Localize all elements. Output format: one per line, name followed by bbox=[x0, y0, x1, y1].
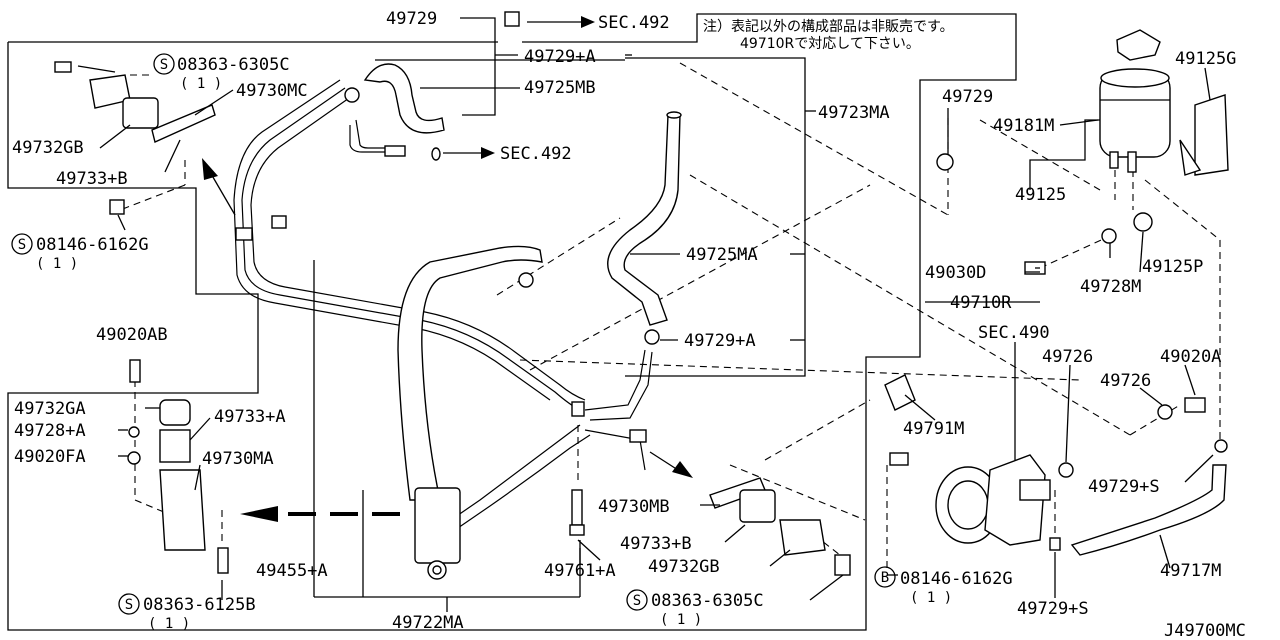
power-steering-pump bbox=[935, 454, 1051, 546]
label-49733b-bot: 49733+B bbox=[620, 534, 692, 554]
note-line-1: 注）表記以外の構成部品は非販売です。 bbox=[703, 18, 954, 35]
label-sec492-top: SEC.492 bbox=[598, 13, 670, 33]
label-49732ga: 49732GA bbox=[14, 399, 86, 419]
pressure-pipes bbox=[233, 79, 653, 531]
mark-s-3: S bbox=[125, 597, 133, 613]
label-49455a: 49455+A bbox=[256, 561, 328, 581]
arrow-icons bbox=[202, 16, 693, 478]
hose-49725ma bbox=[607, 111, 682, 326]
return-hose-49722ma bbox=[397, 245, 543, 580]
label-sec490: SEC.490 bbox=[978, 323, 1050, 343]
note-line-2: 49710Rで対応して下さい。 bbox=[740, 36, 920, 52]
label-08146-6162g-left-qty: ( 1 ) bbox=[36, 256, 78, 272]
label-49020a: 49020A bbox=[1160, 347, 1221, 367]
reservoir-tank bbox=[1099, 29, 1171, 173]
mark-s-2: S bbox=[18, 237, 26, 253]
label-08363-6125b-qty: ( 1 ) bbox=[148, 616, 190, 632]
label-49030d: 49030D bbox=[925, 263, 986, 283]
label-08363-6305c-bot-qty: ( 1 ) bbox=[660, 612, 702, 628]
label-49710r: 49710R bbox=[950, 293, 1012, 313]
label-49717m: 49717M bbox=[1160, 561, 1221, 581]
label-sec492-mid: SEC.492 bbox=[500, 144, 572, 164]
label-49726-b: 49726 bbox=[1100, 371, 1151, 391]
label-49733b-top: 49733+B bbox=[56, 169, 128, 189]
label-49020fa: 49020FA bbox=[14, 447, 86, 467]
bracket-49125g bbox=[1179, 94, 1229, 176]
mark-s-4: S bbox=[633, 593, 641, 609]
label-leaders bbox=[77, 17, 1214, 601]
label-08146-6162g-left: 08146-6162G bbox=[36, 235, 149, 255]
label-08363-6305c-top: 08363-6305C bbox=[177, 55, 290, 75]
label-49725mb: 49725MB bbox=[524, 78, 596, 98]
label-49733a: 49733+A bbox=[214, 407, 286, 427]
mark-s-1: S bbox=[160, 57, 168, 73]
label-49723ma: 49723MA bbox=[818, 103, 890, 123]
hose-49725mb bbox=[363, 63, 445, 134]
label-49726-a: 49726 bbox=[1042, 347, 1093, 367]
label-49730mc: 49730MC bbox=[236, 81, 308, 101]
mark-b-1: B bbox=[881, 570, 889, 586]
label-49732gb-bot: 49732GB bbox=[648, 557, 720, 577]
small-fittings bbox=[235, 11, 1228, 551]
label-49791m: 49791M bbox=[903, 419, 964, 439]
label-49728a: 49728+A bbox=[14, 421, 86, 441]
group-frame-lines bbox=[7, 13, 1017, 631]
lower-clamp-parts bbox=[569, 477, 851, 576]
label-08363-6305c-bot: 08363-6305C bbox=[651, 591, 764, 611]
label-49732gb-top: 49732GB bbox=[12, 138, 84, 158]
label-49125g: 49125G bbox=[1175, 49, 1236, 69]
circled-markers: S S S S B bbox=[11, 53, 896, 615]
dashed-direction-arrow bbox=[240, 506, 400, 522]
label-49729-right: 49729 bbox=[942, 87, 993, 107]
hose-49717m bbox=[1070, 464, 1227, 556]
label-08363-6305c-top-qty: ( 1 ) bbox=[180, 76, 222, 92]
label-49729a-mid: 49729+A bbox=[684, 331, 756, 351]
label-49761a: 49761+A bbox=[544, 561, 616, 581]
label-49125p: 49125P bbox=[1142, 257, 1203, 277]
label-49020ab: 49020AB bbox=[96, 325, 168, 345]
label-49125: 49125 bbox=[1015, 185, 1066, 205]
label-49730mb: 49730MB bbox=[598, 497, 670, 517]
label-08363-6125b: 08363-6125B bbox=[143, 595, 256, 615]
label-49181m: 49181M bbox=[993, 116, 1054, 136]
label-49729a-top: 49729+A bbox=[524, 47, 596, 67]
part-labels: 49729 SEC.492 注）表記以外の構成部品は非販売です。 49710Rで… bbox=[12, 9, 1246, 640]
label-08146-6162g-bot: 08146-6162G bbox=[900, 569, 1013, 589]
label-49729-top: 49729 bbox=[386, 9, 437, 29]
label-49722ma: 49722MA bbox=[392, 613, 464, 633]
left-clamp-parts bbox=[54, 61, 229, 574]
label-49725ma: 49725MA bbox=[686, 245, 758, 265]
label-49730ma: 49730MA bbox=[202, 449, 274, 469]
label-08146-6162g-bot-qty: ( 1 ) bbox=[910, 590, 952, 606]
label-49729s-bot: 49729+S bbox=[1017, 599, 1089, 619]
diagram-id: J49700MC bbox=[1164, 621, 1246, 640]
dashed-leaders bbox=[119, 62, 1221, 570]
label-49729s-right: 49729+S bbox=[1088, 477, 1160, 497]
label-49728m: 49728M bbox=[1080, 277, 1141, 297]
